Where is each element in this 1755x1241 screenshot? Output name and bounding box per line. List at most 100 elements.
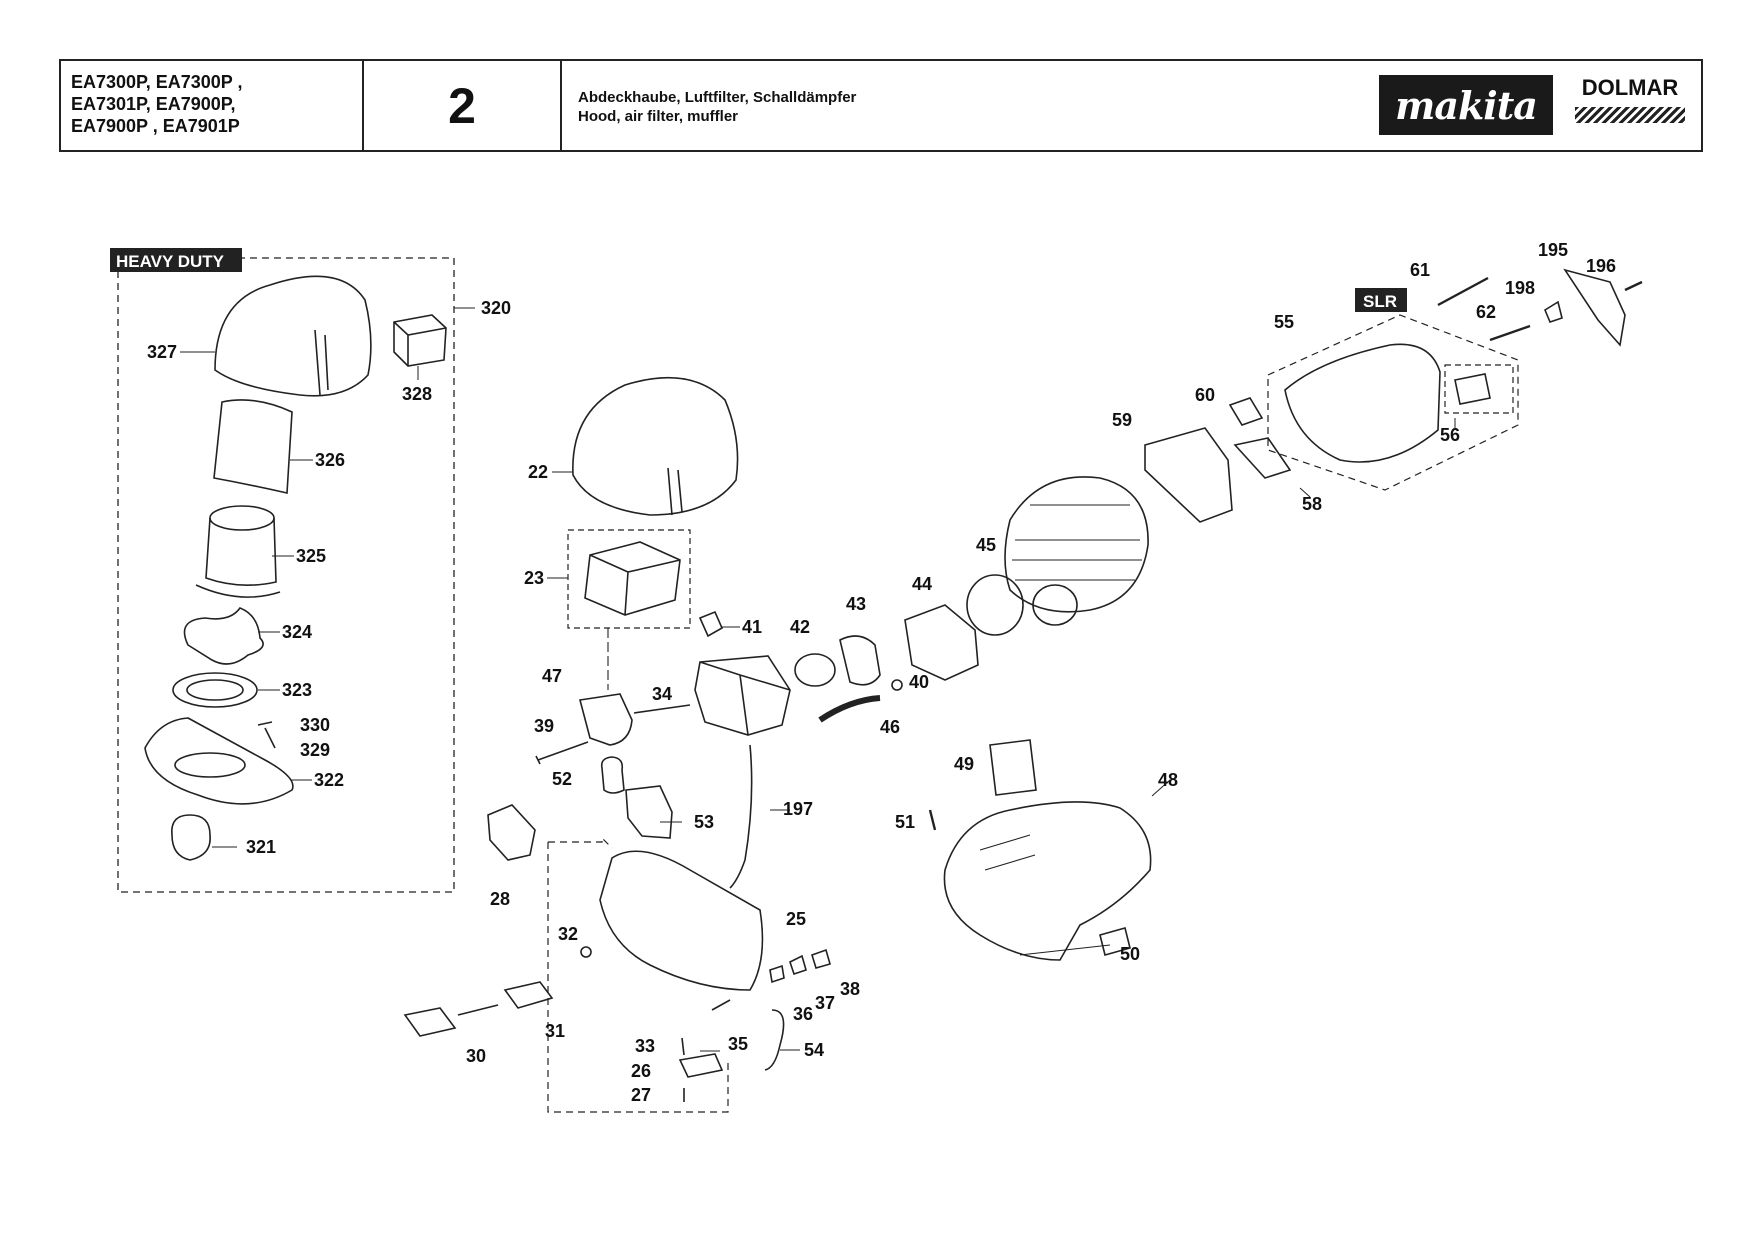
part-327-drawing [214, 275, 372, 397]
part-22-detail [667, 467, 683, 516]
part-329-screw [257, 721, 276, 749]
dolmar-stripes [1575, 107, 1685, 123]
slr-tag-bg [1355, 288, 1407, 312]
title-block: EA7300P, EA7300P , EA7301P, EA7900P, EA7… [59, 59, 1703, 152]
part-30-drawing [403, 1007, 457, 1037]
part-197-hose [729, 744, 753, 889]
part-62-bolt [1489, 324, 1531, 342]
part-61-bolt [1437, 276, 1489, 307]
callout-197: 197 [783, 799, 813, 819]
part-60-drawing [1228, 397, 1264, 426]
callout-35: 35 [728, 1034, 748, 1054]
callout-320: 320 [481, 298, 511, 318]
part-47-drawing [578, 693, 633, 746]
carburetor-drawing [694, 655, 791, 736]
cylinder-fins [1012, 504, 1142, 581]
part-38-drawing [811, 948, 831, 969]
callout-198: 198 [1505, 278, 1535, 298]
part-48-drawing [943, 801, 1152, 961]
callout-43: 43 [846, 594, 866, 614]
cylinder-drawing [1004, 476, 1149, 613]
part-51-screw [928, 809, 937, 831]
model-line-2: EA7301P, EA7900P, [71, 94, 236, 114]
callout-48: 48 [1158, 770, 1178, 790]
callout-46: 46 [880, 717, 900, 737]
callout-40: 40 [909, 672, 929, 692]
callout-39: 39 [534, 716, 554, 736]
part-56-group-frame [1444, 364, 1514, 414]
callout-330: 330 [300, 715, 330, 735]
heavy-duty-tag: HEAVY DUTY [116, 252, 225, 271]
heavy-duty-group-frame [117, 257, 455, 893]
part-44-drawing [904, 604, 979, 681]
slr-tag: SLR [1363, 292, 1397, 311]
callout-329: 329 [300, 740, 330, 760]
callout-37: 37 [815, 993, 835, 1013]
part-34-pin [633, 704, 691, 714]
callout-50: 50 [1120, 944, 1140, 964]
part-23-drawing [584, 541, 681, 616]
callout-56: 56 [1440, 425, 1460, 445]
part-322-drawing [144, 717, 294, 805]
leader-lines [180, 307, 1456, 1052]
part-322-opening [174, 752, 246, 778]
callout-25: 25 [786, 909, 806, 929]
part-48-detail [979, 834, 1036, 871]
part-198-drawing [1543, 300, 1563, 323]
part-46-hose-outer [818, 695, 881, 723]
part-58-drawing [1233, 437, 1292, 479]
page-number: 2 [364, 61, 562, 150]
dolmar-logo: DOLMAR [1575, 75, 1685, 123]
part-28-drawing [487, 804, 536, 861]
callout-33: 33 [635, 1036, 655, 1056]
part-25-drawing [599, 850, 764, 991]
part-26-drawing [678, 1053, 724, 1078]
part-53-drawing [625, 785, 673, 839]
part-55-drawing [1284, 343, 1441, 463]
callout-53: 53 [694, 812, 714, 832]
part-328-drawing [393, 314, 447, 367]
callout-47: 47 [542, 666, 562, 686]
part-callouts: 327 320 328 326 325 324 323 330 329 322 … [147, 240, 1616, 1105]
part-39-bolt [535, 741, 589, 765]
model-list: EA7300P, EA7300P , EA7301P, EA7900P, EA7… [61, 61, 364, 150]
part-325-top [209, 505, 275, 531]
callout-51: 51 [895, 812, 915, 832]
part-drawings [117, 257, 1643, 1113]
part-42-drawing [794, 653, 836, 687]
callout-32: 32 [558, 924, 578, 944]
part-31-drawing [503, 981, 554, 1009]
callout-42: 42 [790, 617, 810, 637]
callout-62: 62 [1476, 302, 1496, 322]
part-325-body [195, 517, 281, 598]
callout-26: 26 [631, 1061, 651, 1081]
part-327-detail [314, 329, 329, 396]
callout-23: 23 [524, 568, 544, 588]
model-line-3: EA7900P , EA7901P [71, 116, 240, 136]
callout-321: 321 [246, 837, 276, 857]
title-german: Abdeckhaube, Luftfilter, Schalldämpfer [578, 89, 857, 106]
callout-322: 322 [314, 770, 344, 790]
callout-196: 196 [1586, 256, 1616, 276]
callout-61: 61 [1410, 260, 1430, 280]
part-52-drawing [600, 756, 625, 794]
part-55-group-frame [1267, 314, 1519, 491]
callout-31: 31 [545, 1021, 565, 1041]
part-45-gasket [966, 574, 1024, 636]
callout-327: 327 [147, 342, 177, 362]
callout-44: 44 [912, 574, 932, 594]
part-27-33-screws [681, 1037, 685, 1102]
part-195-drawing [1563, 268, 1626, 347]
part-35-screw [711, 999, 731, 1011]
part-49-drawing [989, 739, 1037, 796]
callout-45: 45 [976, 535, 996, 555]
callout-52: 52 [552, 769, 572, 789]
part-23-group-frame [567, 529, 691, 629]
part-323-outer [172, 672, 258, 708]
part-32-drawing [580, 946, 592, 958]
part-25-group-frame [547, 836, 729, 1113]
cylinder-port [1032, 584, 1078, 626]
callout-325: 325 [296, 546, 326, 566]
callout-30: 30 [466, 1046, 486, 1066]
